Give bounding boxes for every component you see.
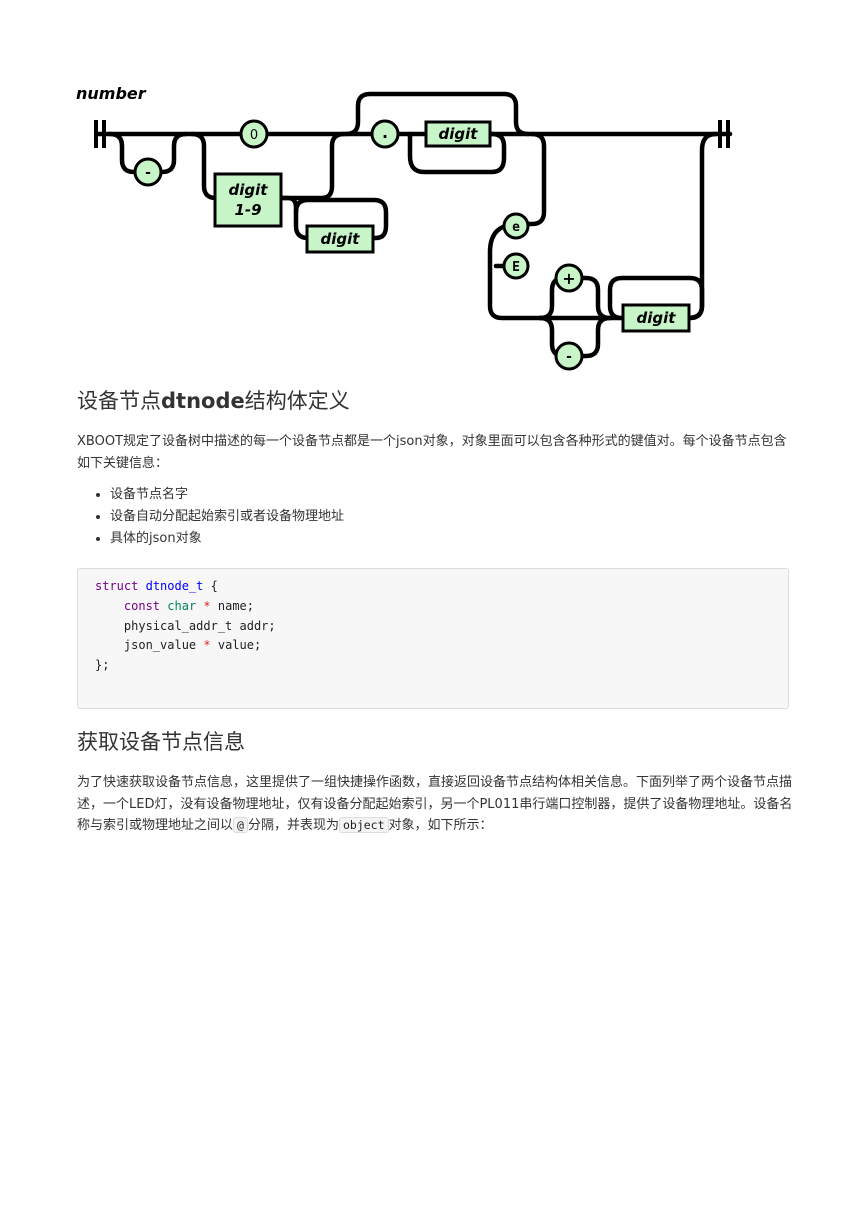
section2-paragraph: 为了快速获取设备节点信息，这里提供了一组快捷操作函数，直接返回设备节点结构体相关… [77,775,793,833]
heading-bold: dtnode [161,389,245,413]
code-content: struct dtnode_t { const char * name; phy… [95,579,276,673]
token-minus-sign: - [133,157,163,187]
section1-paragraph: XBOOT规定了设备树中描述的每一个设备节点都是一个json对象，对象里面可以包… [77,434,787,471]
key-info-list: 设备节点名字 设备自动分配起始索引或者设备物理地址 具体的json对象 [77,484,344,550]
box-digit-integer: digit [305,224,375,254]
svg-text:digit: digit [321,230,361,248]
railroad-svg: number 0 - . e E [76,84,733,371]
diagram-title: number [76,84,147,103]
token-plus: + [554,263,584,293]
list-item: 设备节点名字 [110,484,344,506]
svg-text:digit: digit [439,125,479,143]
section-heading-dtnode: 设备节点dtnode结构体定义 [77,387,350,415]
list-item: 设备自动分配起始索引或者设备物理地址 [110,506,344,528]
token-e-upper: E [502,252,530,280]
svg-text:digit: digit [229,181,269,199]
code-block: struct dtnode_t { const char * name; phy… [77,568,789,709]
heading-suffix: 结构体定义 [244,389,350,413]
token-zero: 0 [239,119,269,149]
token-dot: . [370,119,400,149]
number-syntax-diagram: number 0 - . e E [70,80,740,380]
inline-code-at: @ [233,817,248,833]
box-digit-fraction: digit [424,120,492,148]
svg-text:-: - [145,165,151,181]
svg-text:+: + [562,269,575,288]
list-item: 具体的json对象 [110,528,344,550]
svg-text:0: 0 [250,128,258,143]
rail-terminators [94,120,730,148]
heading-prefix: 设备节点 [77,389,161,413]
box-digit-1-9: digit 1-9 [213,172,283,228]
svg-text:E: E [512,260,520,275]
section-heading-get-node-info: 获取设备节点信息 [77,730,245,754]
inline-code-object: object [338,817,389,833]
svg-text:e: e [512,220,520,235]
svg-text:-: - [566,349,572,365]
token-e-lower: e [502,212,530,240]
box-digit-exponent: digit [621,303,691,333]
svg-text:digit: digit [637,309,677,327]
svg-text:.: . [382,123,388,142]
rail-paths [95,91,733,359]
svg-text:1-9: 1-9 [234,201,261,219]
token-minus-exponent: - [554,341,584,371]
